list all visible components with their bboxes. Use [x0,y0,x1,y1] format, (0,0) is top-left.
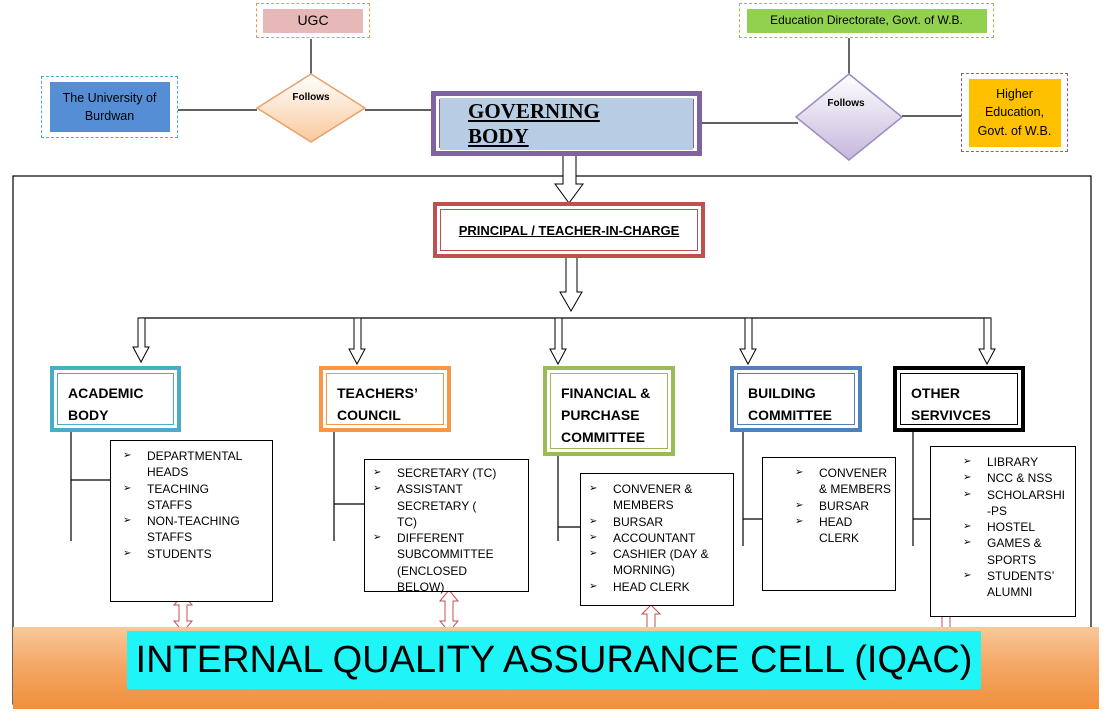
category-other-title: OTHER SERVIVCES [900,373,1018,425]
list-item: SECRETARY (TC) [369,465,524,482]
governing-body-box: GOVERNING BODY [431,91,702,156]
ugc-label: UGC [263,8,363,33]
list-item: HOSTEL [959,519,1071,536]
list-item: ASSISTANT SECRETARY ( TC) [369,481,495,530]
higher-education-label: Higher Education, Govt. of W.B. [968,78,1061,147]
higher-education-box: Higher Education, Govt. of W.B. [961,73,1068,152]
list-item: TEACHING STAFFS [119,481,243,514]
category-teachers-title: TEACHERS’ COUNCIL [326,373,444,425]
list-item: HEAD CLERK [791,514,883,547]
governing-body-frame: GOVERNING BODY [439,97,694,150]
list-item: NON-TEACHING STAFFS [119,513,243,546]
list-item: DIFFERENT SUBCOMMITTEE (ENCLOSED BELOW) [369,530,507,595]
iqac-title: INTERNAL QUALITY ASSURANCE CELL (IQAC) [127,631,981,689]
list-item: ACCOUNTANT [585,530,729,547]
category-financial-purchase: FINANCIAL & PURCHASE COMMITTEE [543,366,675,456]
category-other-services: OTHER SERVIVCES [893,366,1025,432]
category-financial-title: FINANCIAL & PURCHASE COMMITTEE [550,373,668,449]
category-academic-title: ACADEMIC BODY [57,373,174,425]
list-item: DEPARTMENTAL HEADS [119,448,243,481]
ugc-box: UGC [256,3,370,38]
arrow-to-building [739,317,757,366]
list-item: CONVENER & MEMBERS [585,481,723,514]
list-item: STUDENTS [119,546,268,563]
list-item: CONVENER & MEMBERS [791,465,891,498]
list-item: HEAD CLERK [585,579,729,596]
arrow-to-academic [132,317,150,364]
list-item: SCHOLARSHI -PS [959,487,1069,520]
principal-box: PRINCIPAL / TEACHER-IN-CHARGE [433,202,705,258]
list-item: CASHIER (DAY & MORNING) [585,546,721,579]
edu-directorate-label: Education Directorate, Govt. of W.B. [746,8,987,33]
subbox-academic: DEPARTMENTAL HEADS TEACHING STAFFS NON-T… [110,440,273,602]
list-item: BURSAR [585,514,729,531]
subbox-other: LIBRARY NCC & NSS SCHOLARSHI -PS HOSTEL … [930,446,1076,617]
arrow-to-teachers [348,317,366,366]
category-building-title: BUILDING COMMITTEE [737,373,855,425]
principal-title: PRINCIPAL / TEACHER-IN-CHARGE [440,209,698,251]
edu-directorate-box: Education Directorate, Govt. of W.B. [739,3,994,38]
category-academic-body: ACADEMIC BODY [50,366,181,432]
follows-diamond-right [794,73,904,161]
subbox-financial: CONVENER & MEMBERS BURSAR ACCOUNTANT CAS… [580,473,734,606]
list-item: BURSAR [791,498,891,515]
category-building-committee: BUILDING COMMITTEE [730,366,862,432]
follows-diamond-left [255,73,367,143]
arrow-to-other [978,317,996,366]
governing-body-title: GOVERNING BODY [440,97,693,150]
arrow-to-financial [549,317,567,366]
subbox-teachers: SECRETARY (TC) ASSISTANT SECRETARY ( TC)… [364,459,529,595]
category-teachers-council: TEACHERS’ COUNCIL [319,366,451,432]
list-item: GAMES & SPORTS [959,535,1069,568]
university-label: The University of Burdwan [49,82,170,132]
follows-label-right: Follows [827,98,865,109]
double-arrow-teachers [438,589,460,633]
follows-label-left: Follows [292,92,330,103]
subbox-building: CONVENER & MEMBERS BURSAR HEAD CLERK [762,457,896,591]
list-item: LIBRARY [959,454,1071,471]
arrow-principal-to-branches [559,255,583,312]
list-item: NCC & NSS [959,470,1071,487]
university-box: The University of Burdwan [41,76,178,138]
list-item: STUDENTS’ ALUMNI [959,568,1069,601]
